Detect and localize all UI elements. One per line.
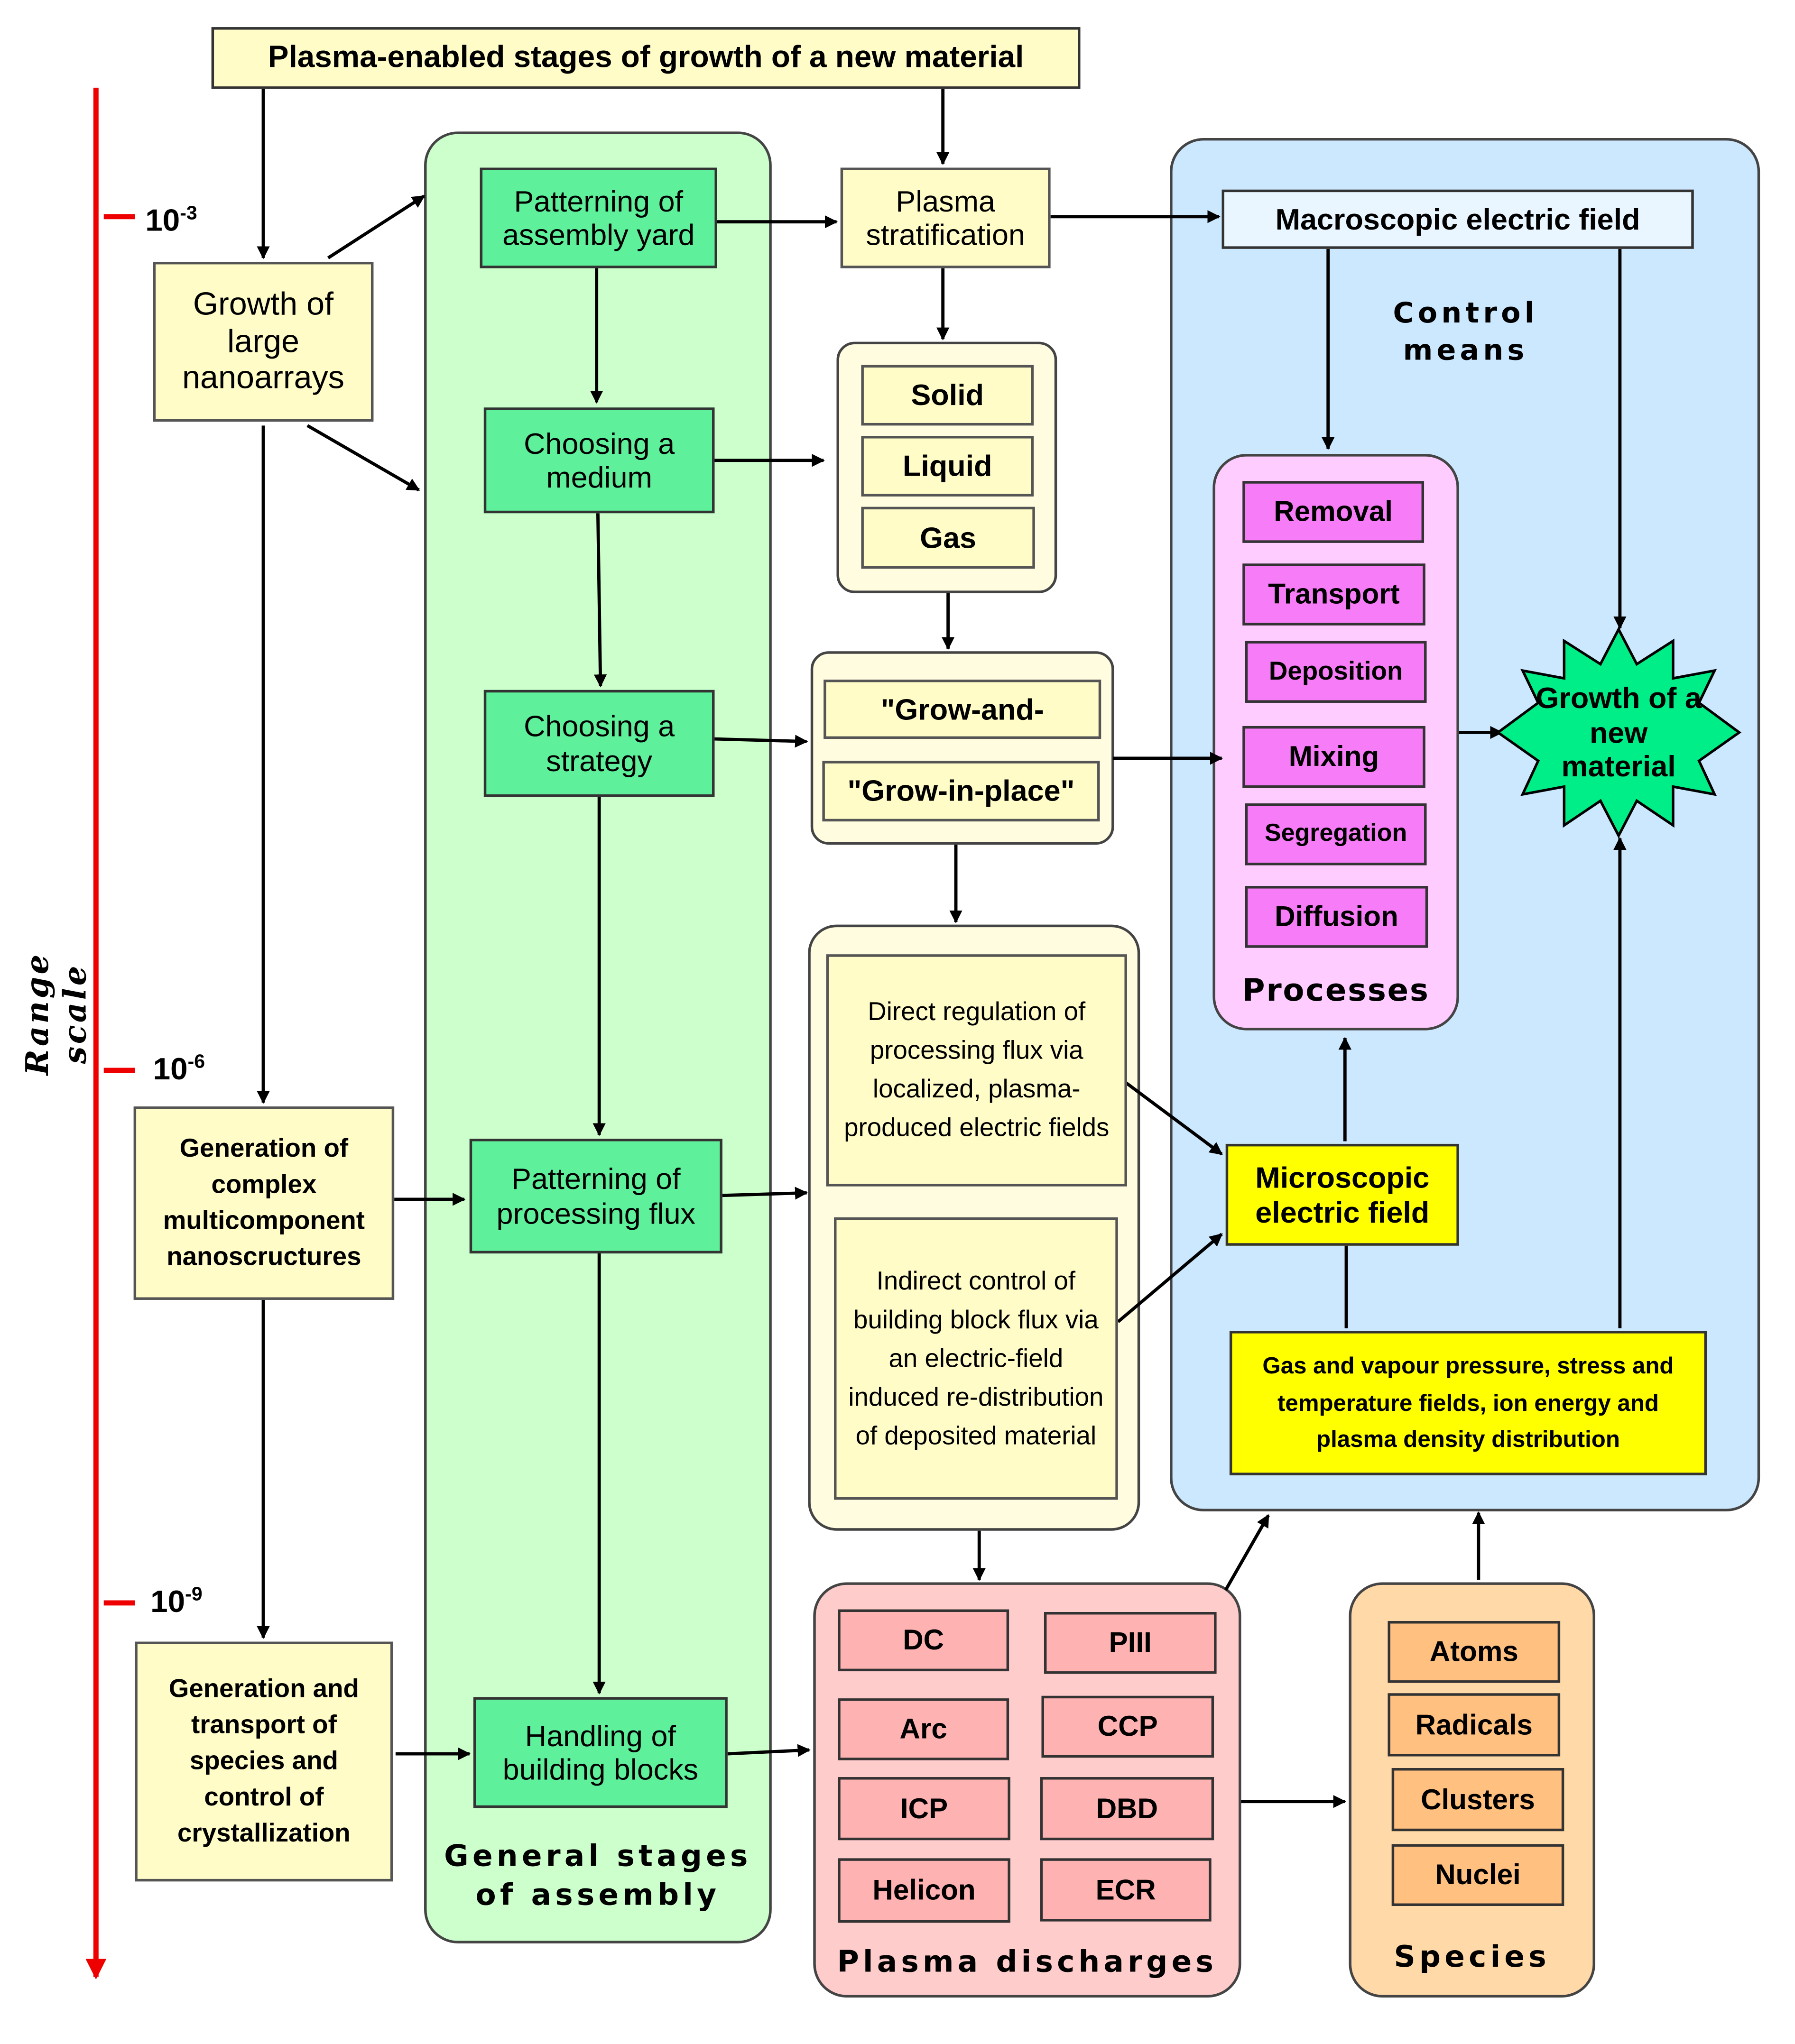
microscopic-electric-field-box: Microscopic electric field xyxy=(1225,1143,1459,1246)
discharge-arc: Arc xyxy=(838,1698,1009,1760)
strategy-grow-and: "Grow-and- xyxy=(823,680,1101,739)
main-title-text: Plasma-enabled stages of growth of a new… xyxy=(268,40,1024,75)
growth-large-nanoarrays-box: Growth of large nanoarrays xyxy=(153,261,374,422)
processes-title: Processes xyxy=(1242,972,1430,1009)
choosing-strategy-box: Choosing a strategy xyxy=(483,690,715,797)
plasma-stratification-box: Plasma stratification xyxy=(840,167,1051,268)
process-deposition: Deposition xyxy=(1245,641,1427,703)
discharge-ccp: CCP xyxy=(1041,1695,1214,1758)
media-gas: Gas xyxy=(861,506,1035,569)
discharge-icp: ICP xyxy=(838,1777,1010,1841)
species-clusters: Clusters xyxy=(1391,1768,1564,1832)
assembly-panel-title: General stages of assembly xyxy=(444,1840,752,1913)
process-diffusion: Diffusion xyxy=(1245,886,1428,948)
discharge-dc: DC xyxy=(838,1609,1009,1672)
indirect-control-box: Indirect control of building block flux … xyxy=(834,1217,1118,1500)
range-scale-label: Range scale xyxy=(18,952,93,1076)
strategy-grow-in-place: "Grow-in-place" xyxy=(822,761,1100,822)
growth-new-material-label: Growth of a new material xyxy=(1536,681,1702,783)
process-transport: Transport xyxy=(1242,563,1425,626)
process-segregation: Segregation xyxy=(1245,803,1427,865)
tick-1e-6: 10-6 xyxy=(153,1051,205,1087)
control-means-label: Control means xyxy=(1393,298,1538,367)
fields-distribution-box: Gas and vapour pressure, stress and temp… xyxy=(1229,1331,1707,1475)
direct-regulation-box: Direct regulation of processing flux via… xyxy=(826,954,1127,1187)
species-atoms: Atoms xyxy=(1388,1621,1561,1683)
choosing-medium-box: Choosing a medium xyxy=(483,407,715,514)
generation-complex-box: Generation of complex multicomponent nan… xyxy=(133,1106,395,1300)
process-removal: Removal xyxy=(1242,481,1425,543)
species-radicals: Radicals xyxy=(1388,1693,1561,1757)
tick-1e-9: 10-9 xyxy=(150,1584,203,1620)
macroscopic-electric-field-box: Macroscopic electric field xyxy=(1221,189,1694,249)
main-title: Plasma-enabled stages of growth of a new… xyxy=(211,27,1081,89)
media-solid: Solid xyxy=(861,365,1034,426)
discharge-ecr: ECR xyxy=(1040,1858,1212,1922)
species-nuclei: Nuclei xyxy=(1391,1844,1564,1906)
plasma-discharges-title: Plasma discharges xyxy=(837,1946,1218,1980)
discharge-dbd: DBD xyxy=(1040,1777,1214,1841)
range-axis xyxy=(85,87,135,1980)
media-liquid: Liquid xyxy=(861,436,1034,497)
species-title: Species xyxy=(1394,1941,1550,1975)
process-mixing: Mixing xyxy=(1242,726,1425,788)
flow-arrows xyxy=(257,89,1627,1808)
discharge-helicon: Helicon xyxy=(838,1858,1010,1923)
handling-building-blocks-box: Handling of building blocks xyxy=(473,1697,728,1808)
discharge-piii: PIII xyxy=(1044,1611,1217,1674)
growth-star-shape xyxy=(1496,626,1742,838)
generation-transport-box: Generation and transport of species and … xyxy=(135,1641,393,1882)
patterning-processing-flux-box: Patterning of processing flux xyxy=(469,1139,722,1254)
tick-1e-3: 10-3 xyxy=(145,202,197,239)
patterning-assembly-yard-box: Patterning of assembly yard xyxy=(480,167,717,268)
